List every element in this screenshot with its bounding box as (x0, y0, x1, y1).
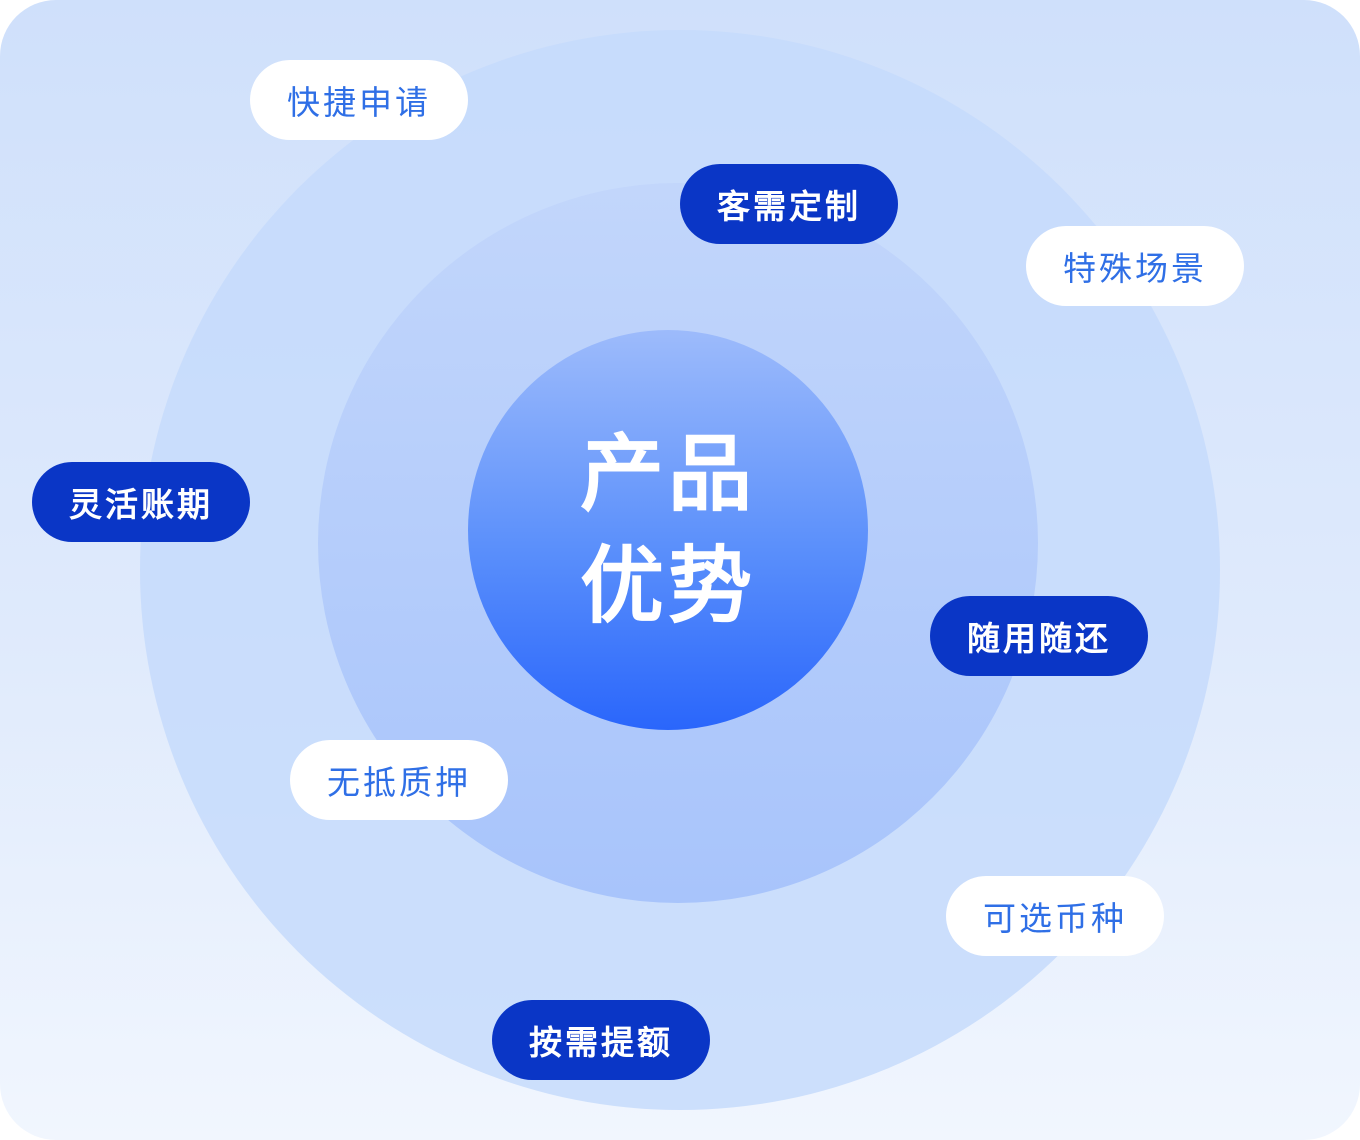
center-circle: 产品 优势 (468, 330, 868, 730)
feature-pill-use-and-repay: 随用随还 (930, 596, 1148, 676)
center-title-line-2: 优势 (579, 537, 756, 635)
feature-pill-customized: 客需定制 (680, 164, 898, 244)
feature-pill-special-scenarios: 特殊场景 (1026, 226, 1244, 306)
feature-pill-currency-options: 可选币种 (946, 876, 1164, 956)
feature-pill-credit-on-demand: 按需提额 (492, 1000, 710, 1080)
feature-pill-flexible-terms: 灵活账期 (32, 462, 250, 542)
center-title-line-1: 产品 (579, 425, 756, 523)
feature-pill-no-collateral: 无抵质押 (290, 740, 508, 820)
feature-pill-quick-apply: 快捷申请 (250, 60, 468, 140)
